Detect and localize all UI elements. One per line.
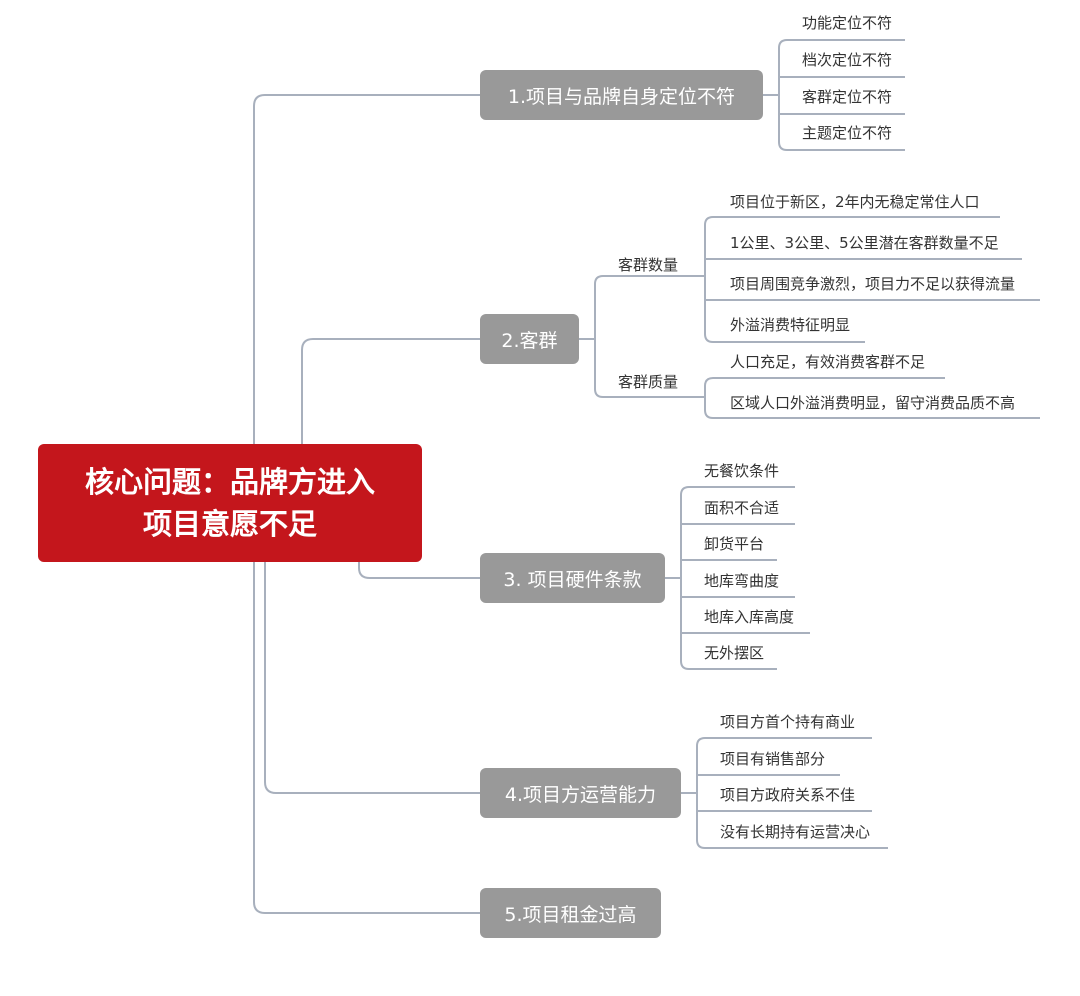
leaf-local-quality[interactable]: 区域人口外溢消费明显，留守消费品质不高 [730, 394, 1016, 412]
connector-root-b5 [253, 562, 480, 914]
connector-root-b4 [264, 562, 480, 794]
connector-b4-bracket [696, 737, 888, 849]
connector-root-b3 [358, 562, 480, 579]
leaf-function-positioning[interactable]: 功能定位不符 [802, 14, 893, 32]
connector-b1-bracket [778, 39, 905, 151]
leaf-new-district[interactable]: 项目位于新区，2年内无稳定常住人口 [730, 193, 980, 211]
leaf-no-catering[interactable]: 无餐饮条件 [704, 462, 780, 480]
root-topic-line1: 核心问题：品牌方进入 [84, 465, 375, 499]
leaf-competition[interactable]: 项目周围竞争激烈，项目力不足以获得流量 [730, 275, 1016, 293]
leaf-long-term-commitment[interactable]: 没有长期持有运营决心 [720, 823, 871, 841]
leaf-garage-curvature[interactable]: 地库弯曲度 [704, 572, 780, 590]
branch-positioning[interactable]: 1.项目与品牌自身定位不符 [480, 70, 763, 120]
subtopic-customer-quality[interactable]: 客群质量 [618, 373, 679, 391]
leaf-unloading-platform[interactable]: 卸货平台 [704, 535, 765, 553]
leaf-radius-customers[interactable]: 1公里、3公里、5公里潜在客群数量不足 [730, 234, 999, 252]
leaf-customer-positioning[interactable]: 客群定位不符 [802, 88, 893, 106]
connector-g1-bracket [704, 216, 1000, 343]
connector-g2-bracket [704, 377, 1040, 419]
leaf-no-outdoor-area[interactable]: 无外摆区 [704, 644, 765, 662]
root-topic-line2: 项目意愿不足 [142, 507, 317, 541]
connector-b2-bracket [594, 275, 705, 398]
leaf-theme-positioning[interactable]: 主题定位不符 [802, 124, 893, 142]
branch-rent-too-high[interactable]: 5.项目租金过高 [480, 888, 661, 938]
leaf-area-unsuitable[interactable]: 面积不合适 [704, 499, 780, 517]
leaf-first-holding[interactable]: 项目方首个持有商业 [720, 713, 856, 731]
root-topic[interactable]: 核心问题：品牌方进入 项目意愿不足 [38, 444, 422, 562]
leaf-government-relations[interactable]: 项目方政府关系不佳 [720, 786, 856, 804]
leaf-garage-height[interactable]: 地库入库高度 [704, 608, 795, 626]
branch-operation-capability[interactable]: 4.项目方运营能力 [480, 768, 681, 818]
leaf-grade-positioning[interactable]: 档次定位不符 [802, 51, 893, 69]
branch-customers[interactable]: 2.客群 [480, 314, 579, 364]
leaf-sales-portion[interactable]: 项目有销售部分 [720, 750, 826, 768]
leaf-consumption-outflow[interactable]: 外溢消费特征明显 [730, 316, 851, 334]
connector-b3-bracket [680, 486, 795, 670]
subtopic-customer-quantity[interactable]: 客群数量 [618, 256, 679, 274]
connector-root-b2 [301, 338, 480, 444]
connector-root-b1 [253, 94, 480, 444]
branch-hardware-terms[interactable]: 3. 项目硬件条款 [480, 553, 665, 603]
leaf-effective-customers[interactable]: 人口充足，有效消费客群不足 [730, 353, 926, 371]
